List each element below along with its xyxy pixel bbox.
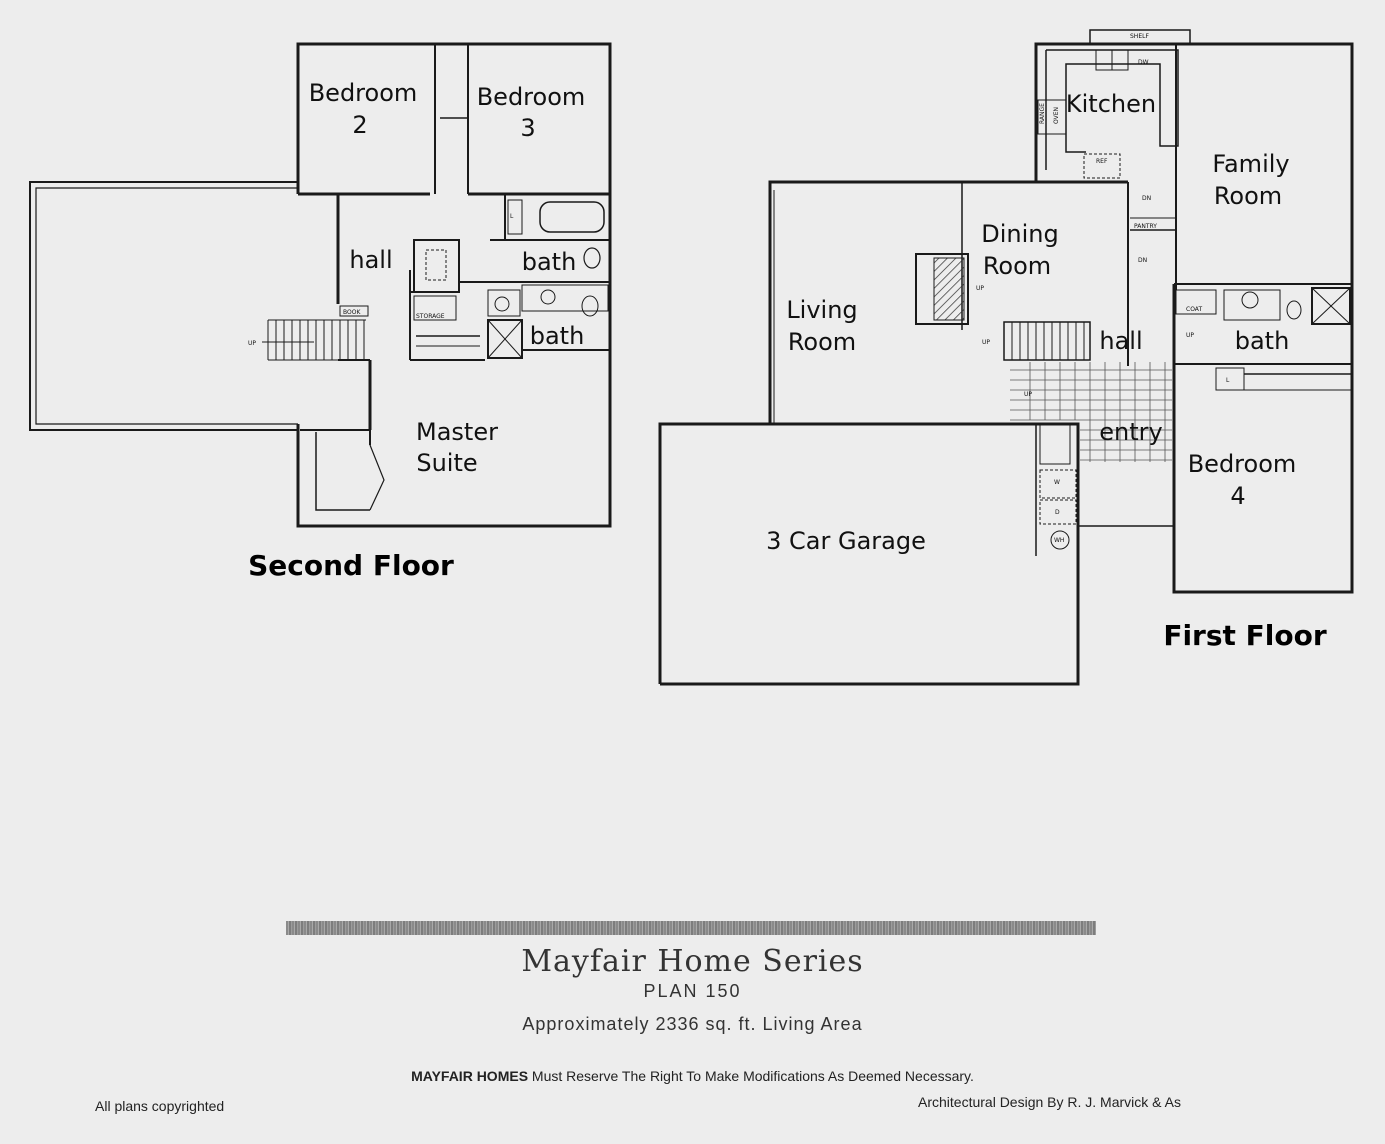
dishwasher-label: DW xyxy=(1138,59,1149,66)
room-bedroom-4-label: Bedroom xyxy=(1188,450,1297,478)
room-master-label: Master xyxy=(416,418,498,446)
water-heater-label: WH xyxy=(1054,537,1064,544)
room-hall-upper-label: hall xyxy=(349,246,392,274)
disclaimer-brand: MAYFAIR HOMES xyxy=(411,1068,529,1084)
dryer-label: D xyxy=(1055,509,1060,516)
series-title: Mayfair Home Series xyxy=(521,944,864,979)
pantry-label: PANTRY xyxy=(1134,223,1157,230)
modification-disclaimer: MAYFAIR HOMES Must Reserve The Right To … xyxy=(0,1068,1385,1084)
plan-number: PLAN 150 xyxy=(643,981,742,1001)
second-floor-stairs xyxy=(262,305,369,361)
first-floor-walls xyxy=(658,29,1354,686)
book-shelf-label: BOOK xyxy=(343,309,361,316)
room-entry-label: entry xyxy=(1099,418,1162,446)
linen-closet-label: L xyxy=(1226,377,1230,384)
room-bath-upper-label: bath xyxy=(522,248,577,276)
second-floor-walls xyxy=(29,42,612,528)
title-divider-bar xyxy=(286,921,1096,935)
room-bedroom-3-number: 3 xyxy=(520,114,535,142)
stairs-up-label: UP xyxy=(248,340,256,347)
room-living-label: Living xyxy=(786,296,857,324)
entry-tile-grid xyxy=(1010,362,1172,462)
first-floor-title: First Floor xyxy=(1163,619,1327,652)
linen-label: L xyxy=(510,213,514,220)
second-floor-title: Second Floor xyxy=(248,549,454,582)
stairs-up-label-dining: UP xyxy=(976,285,984,292)
room-bedroom-2-label: Bedroom xyxy=(309,79,418,107)
shelf-label: SHELF xyxy=(1130,33,1149,40)
room-bath-lower-label: bath xyxy=(1235,327,1290,355)
stairs-down-label-1: DN xyxy=(1142,195,1151,202)
room-bedroom-3-label: Bedroom xyxy=(477,83,586,111)
room-dining-label: Dining xyxy=(981,220,1058,248)
disclaimer-text: Must Reserve The Right To Make Modificat… xyxy=(528,1068,974,1084)
first-floor-stair-treads xyxy=(1011,322,1085,360)
room-family-label: Family xyxy=(1212,150,1289,178)
oven-label: OVEN xyxy=(1053,107,1060,124)
room-living-room-label: Room xyxy=(788,328,856,356)
range-label: RANGE xyxy=(1039,103,1046,124)
room-dining-room-label: Room xyxy=(983,252,1051,280)
room-hall-lower-label: hall xyxy=(1099,327,1142,355)
room-bath-master-label: bath xyxy=(530,322,585,350)
living-area-text: Approximately 2336 sq. ft. Living Area xyxy=(522,1014,863,1034)
refrigerator-label: REF xyxy=(1096,158,1108,165)
washer-label: W xyxy=(1054,479,1060,486)
stairs-up-label-hall: UP xyxy=(1186,332,1194,339)
stairs-up-label-living: UP xyxy=(982,339,990,346)
stairs-down-label-2: DN xyxy=(1138,257,1147,264)
coat-closet-label: COAT xyxy=(1186,306,1202,313)
room-garage-label: 3 Car Garage xyxy=(766,527,926,555)
room-kitchen-label: Kitchen xyxy=(1066,90,1156,118)
copyright-notice: All plans copyrighted xyxy=(95,1098,225,1114)
storage-label: STORAGE xyxy=(416,313,445,320)
room-bedroom-4-number: 4 xyxy=(1230,482,1245,510)
stairs-up-label-entry: UP xyxy=(1024,391,1032,398)
room-master-suite-label: Suite xyxy=(416,449,477,477)
architect-credit: Architectural Design By R. J. Marvick & … xyxy=(918,1094,1181,1110)
room-family-room-label: Room xyxy=(1214,182,1282,210)
room-bedroom-2-number: 2 xyxy=(352,111,367,139)
